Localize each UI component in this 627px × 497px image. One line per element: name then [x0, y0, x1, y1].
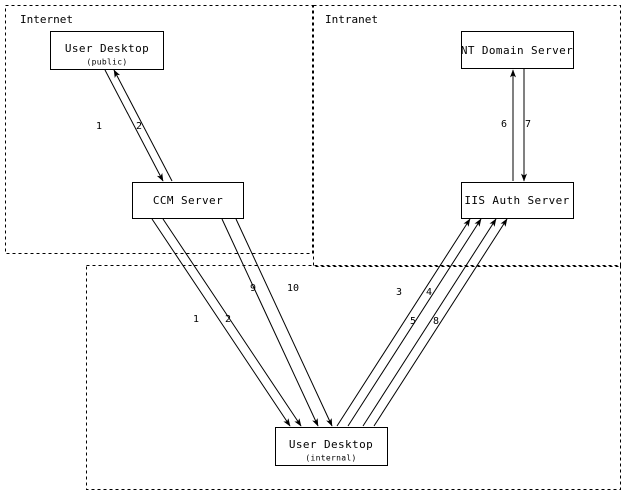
- step-label-6-iis-ntdomain: 6: [501, 119, 507, 130]
- zone-group: Internet Intranet: [5, 5, 621, 490]
- flow-line-step-1-ccm-to-internal: [151, 218, 291, 427]
- flow-group-iis-internal-left: [336, 218, 482, 427]
- step-label-1-public-ccm: 1: [96, 121, 102, 132]
- flow-group-iis-internal-right: [362, 218, 508, 427]
- flow-line-step-8-internal-to-iis: [373, 218, 508, 427]
- node-ccm-server[interactable]: CCM Server: [131, 181, 245, 220]
- node-title-ccm-server: CCM Server: [153, 194, 223, 207]
- node-box-user-desktop-public[interactable]: [49, 30, 165, 71]
- flow-line-step-5-internal-to-iis: [362, 218, 497, 427]
- flow-line-step-9-ccm-to-internal: [221, 218, 319, 427]
- flow-line-step-4-internal-to-iis: [347, 218, 482, 427]
- flow-group-iis-ntdomain: [510, 69, 527, 182]
- step-label-2-public-ccm: 2: [136, 121, 142, 132]
- zone-label-intranet: Intranet: [325, 13, 378, 26]
- zone-internet-boundary: [5, 5, 313, 254]
- step-label-7-ntdomain-iis: 7: [525, 119, 531, 130]
- zone-intranet-boundary: [313, 5, 621, 267]
- node-nt-domain-server[interactable]: NT Domain Server: [460, 30, 575, 70]
- step-label-8-iis-internal: 8: [433, 316, 439, 327]
- node-box-ccm-server[interactable]: [131, 181, 245, 220]
- node-box-user-desktop-internal[interactable]: [274, 426, 389, 467]
- node-subtitle-user-desktop-public: (public): [87, 58, 128, 67]
- node-title-user-desktop-public: User Desktop: [65, 42, 149, 55]
- step-label-group: 1 2 1 2 9 10 3 4 5 8 6 7: [96, 119, 531, 327]
- step-label-1-ccm-internal: 1: [193, 314, 199, 325]
- flow-group-ccm-internal-right: [221, 218, 333, 427]
- step-label-10-ccm-internal: 10: [287, 283, 299, 294]
- flow-line-step-3-internal-to-iis: [336, 218, 471, 427]
- node-box-iis-auth-server[interactable]: [460, 181, 575, 220]
- node-title-iis-auth-server: IIS Auth Server: [464, 194, 569, 207]
- step-label-5-iis-internal: 5: [410, 316, 416, 327]
- flow-group-ccm-internal-left: [151, 218, 302, 427]
- node-title-nt-domain-server: NT Domain Server: [461, 44, 573, 57]
- node-box-nt-domain-server[interactable]: [460, 30, 575, 70]
- node-subtitle-user-desktop-internal: (internal): [305, 454, 356, 463]
- flow-line-step-2-ccm-to-internal: [162, 218, 302, 427]
- node-user-desktop-public[interactable]: User Desktop (public): [49, 30, 165, 71]
- flow-line-step-2-ccm-to-public: [113, 69, 173, 182]
- flow-line-step-1-public-to-ccm: [104, 69, 164, 182]
- step-label-4-iis-internal: 4: [426, 287, 432, 298]
- step-label-2-ccm-internal: 2: [225, 314, 231, 325]
- node-user-desktop-internal[interactable]: User Desktop (internal): [274, 426, 389, 467]
- node-iis-auth-server[interactable]: IIS Auth Server: [460, 181, 575, 220]
- zone-lower-boundary: [86, 265, 621, 490]
- node-title-user-desktop-internal: User Desktop: [289, 438, 373, 451]
- step-label-9-ccm-internal: 9: [250, 283, 256, 294]
- zone-label-internet: Internet: [20, 13, 73, 26]
- flow-line-step-10-ccm-to-internal: [235, 218, 333, 427]
- step-label-3-iis-internal: 3: [396, 287, 402, 298]
- flow-group-public-ccm: [104, 69, 173, 182]
